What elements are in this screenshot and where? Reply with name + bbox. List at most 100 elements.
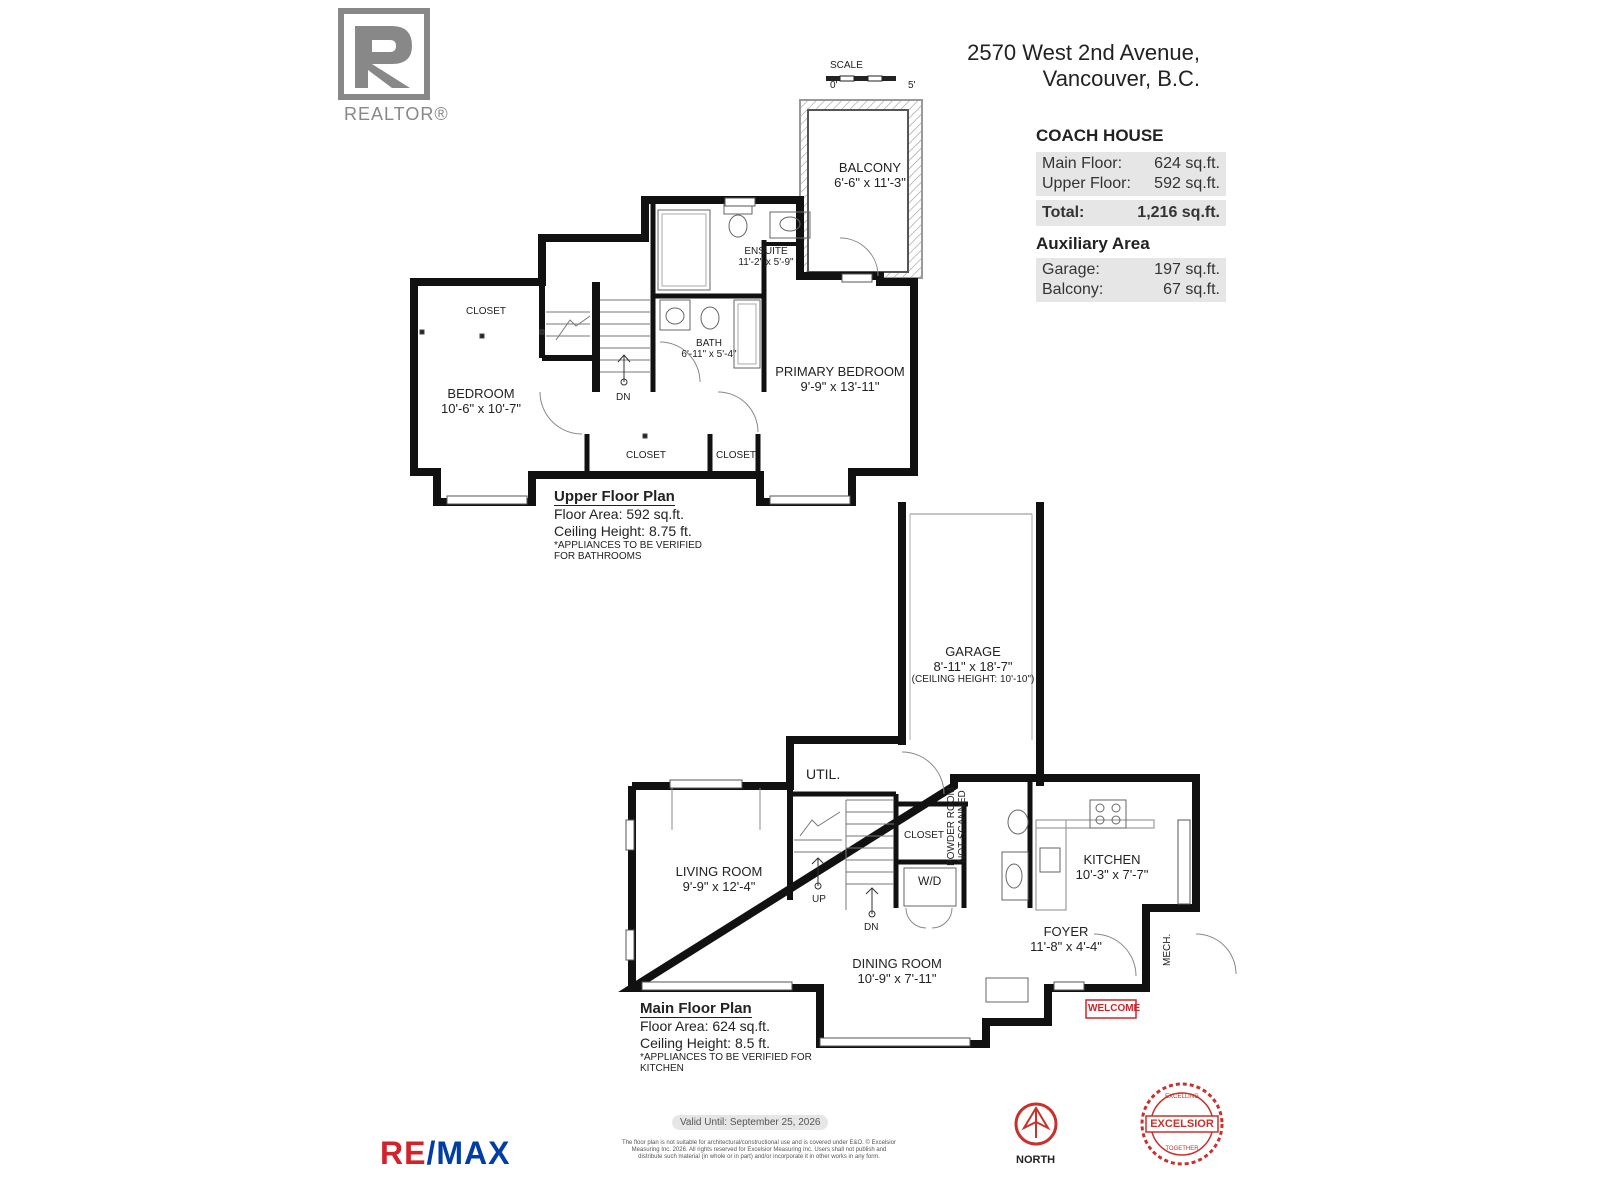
disclaimer-line3: distribute such material (in whole or in…	[638, 1154, 880, 1160]
upper-floor-fixtures	[419, 197, 879, 505]
room-primary-bedroom: PRIMARY BEDROOM 9'-9" x 13'-11"	[770, 364, 910, 394]
stair-up-label: UP	[812, 894, 826, 905]
stair-down-label: DN	[864, 922, 879, 933]
main-plan-appl1: *APPLIANCES TO BE VERIFIED FOR	[640, 1052, 812, 1063]
upper-plan-note: Upper Floor Plan Floor Area: 592 sq.ft. …	[554, 488, 702, 562]
upper-floor-walls	[410, 99, 923, 506]
excelsior-text: EXCELSIOR	[1150, 1118, 1214, 1130]
remax-logo: RE/MAX	[380, 1135, 510, 1172]
room-washer-dryer: W/D	[918, 874, 942, 888]
scale-label: SCALE	[830, 60, 863, 71]
room-dims: 11'-2" x 5'-9"	[738, 257, 794, 268]
balcony-area-value: 67 sq.ft.	[1163, 281, 1220, 298]
room-ceiling: (CEILING HEIGHT: 10'-10")	[911, 674, 1035, 685]
room-dims: 11'-8" x 4'-4"	[1030, 939, 1102, 954]
room-dims: 10'-3" x 7'-7"	[1075, 867, 1149, 882]
upper-plan-area: Floor Area: 592 sq.ft.	[554, 506, 684, 522]
north-arrow-icon	[1014, 1102, 1058, 1146]
room-name: PRIMARY BEDROOM	[775, 364, 905, 379]
main-plan-note: Main Floor Plan Floor Area: 624 sq.ft. C…	[640, 1000, 812, 1074]
powder-line1: POWDER ROOM	[946, 787, 957, 866]
main-plan-ceiling: Ceiling Height: 8.5 ft.	[640, 1035, 770, 1051]
upper-plan-appl1: *APPLIANCES TO BE VERIFIED	[554, 540, 703, 551]
room-closet-bedroom: CLOSET	[466, 306, 507, 317]
scale-bar	[826, 75, 896, 82]
balcony-area-label: Balcony:	[1042, 281, 1104, 298]
room-ensuite: ENSUITE 11'-2" x 5'-9"	[716, 246, 816, 268]
realtor-logo-text: REALTOR®	[344, 104, 449, 124]
garage-area-value: 197 sq.ft.	[1154, 261, 1220, 278]
room-dims: 8'-11" x 18'-7"	[933, 659, 1013, 674]
room-dims: 10'-9" x 7'-11"	[857, 971, 937, 986]
room-name: ENSUITE	[744, 246, 788, 257]
remax-max: MAX	[436, 1135, 511, 1171]
stair-down-label: DN	[616, 392, 631, 403]
room-kitchen: KITCHEN 10'-3" x 7'-7"	[1064, 852, 1160, 882]
welcome-sign-frame	[1085, 999, 1137, 1019]
scale-end: 5'	[908, 80, 916, 91]
property-address: 2570 West 2nd Avenue, Vancouver, B.C.	[967, 40, 1200, 92]
scale-start: 0'	[830, 80, 838, 91]
room-bedroom: BEDROOM 10'-6" x 10'-7"	[426, 386, 536, 416]
upper-plan-ceiling: Ceiling Height: 8.75 ft.	[554, 523, 692, 539]
room-name: KITCHEN	[1083, 852, 1141, 867]
room-closet-hall: CLOSET	[626, 450, 667, 461]
room-mech: MECH.	[1162, 933, 1173, 966]
total-value: 1,216 sq.ft.	[1137, 204, 1220, 221]
main-plan-title: Main Floor Plan	[640, 1000, 752, 1018]
excelsior-seal-icon	[1140, 1082, 1224, 1166]
remax-slash: /	[426, 1135, 437, 1171]
room-name: LIVING ROOM	[675, 864, 763, 879]
room-dims: 9'-9" x 12'-4"	[682, 879, 756, 894]
realtor-logo	[338, 8, 430, 100]
room-name: BALCONY	[838, 160, 902, 175]
main-plan-appl2: KITCHEN	[640, 1063, 684, 1074]
valid-until-badge: Valid Until: September 25, 2026	[672, 1115, 829, 1130]
summary-title: COACH HOUSE	[1036, 126, 1164, 145]
main-plan-area: Floor Area: 624 sq.ft.	[640, 1018, 770, 1034]
aux-title: Auxiliary Area	[1036, 234, 1150, 253]
room-dims: 9'-9" x 13'-11"	[800, 379, 880, 394]
disclaimer: The floor plan is not suitable for archi…	[586, 1140, 932, 1161]
room-foyer: FOYER 11'-8" x 4'-4"	[1018, 924, 1114, 954]
room-util: UTIL.	[806, 766, 841, 782]
welcome-sign-text: WELCOME	[1088, 1003, 1141, 1014]
excelsior-arc-top: EXCELLING	[1165, 1094, 1199, 1100]
room-dims: 6'-6" x 11'-3"	[834, 175, 906, 190]
upper-plan-appl2: FOR BATHROOMS	[554, 551, 642, 562]
upper-floor-value: 592 sq.ft.	[1154, 175, 1220, 192]
address-line-2: Vancouver, B.C.	[1042, 66, 1200, 91]
garage-area-label: Garage:	[1042, 261, 1100, 278]
room-balcony: BALCONY 6'-6" x 11'-3"	[820, 160, 920, 190]
address-line-1: 2570 West 2nd Avenue,	[967, 40, 1200, 65]
room-powder: POWDER ROOM NOT SCANNED	[946, 787, 968, 866]
upper-floor-label: Upper Floor:	[1042, 175, 1131, 192]
room-dims: 10'-6" x 10'-7"	[441, 401, 521, 416]
room-dining: DINING ROOM 10'-9" x 7'-11"	[842, 956, 952, 986]
room-name: FOYER	[1043, 924, 1089, 939]
room-garage: GARAGE 8'-11" x 18'-7" (CEILING HEIGHT: …	[908, 644, 1038, 685]
main-floor-fixtures	[625, 513, 1237, 1047]
disclaimer-line1: The floor plan is not suitable for archi…	[622, 1140, 896, 1146]
room-living: LIVING ROOM 9'-9" x 12'-4"	[664, 864, 774, 894]
main-floor-label: Main Floor:	[1042, 155, 1123, 172]
north-label: NORTH	[1016, 1154, 1056, 1166]
upper-plan-title: Upper Floor Plan	[554, 488, 675, 506]
remax-re: RE	[380, 1135, 427, 1171]
main-floor-value: 624 sq.ft.	[1154, 155, 1220, 172]
room-name: BATH	[696, 338, 722, 349]
room-dims: 6'-11" x 5'-4"	[681, 349, 737, 360]
area-summary: COACH HOUSE Main Floor: 624 sq.ft. Upper …	[1036, 126, 1226, 302]
room-name: DINING ROOM	[852, 956, 942, 971]
excelsior-arc-bottom: TOGETHER	[1165, 1146, 1199, 1152]
room-name: BEDROOM	[447, 386, 515, 401]
room-bath: BATH 6'-11" x 5'-4"	[666, 338, 752, 360]
main-floor-walls	[618, 502, 1200, 1048]
disclaimer-line2: Measuring Inc. 2026. All rights reserved…	[631, 1147, 887, 1153]
room-closet-small: CLOSET	[716, 450, 757, 461]
powder-line2: NOT SCANNED	[957, 790, 968, 863]
room-name: GARAGE	[945, 644, 1001, 659]
total-label: Total:	[1042, 204, 1085, 221]
room-closet-main: CLOSET	[904, 830, 945, 841]
